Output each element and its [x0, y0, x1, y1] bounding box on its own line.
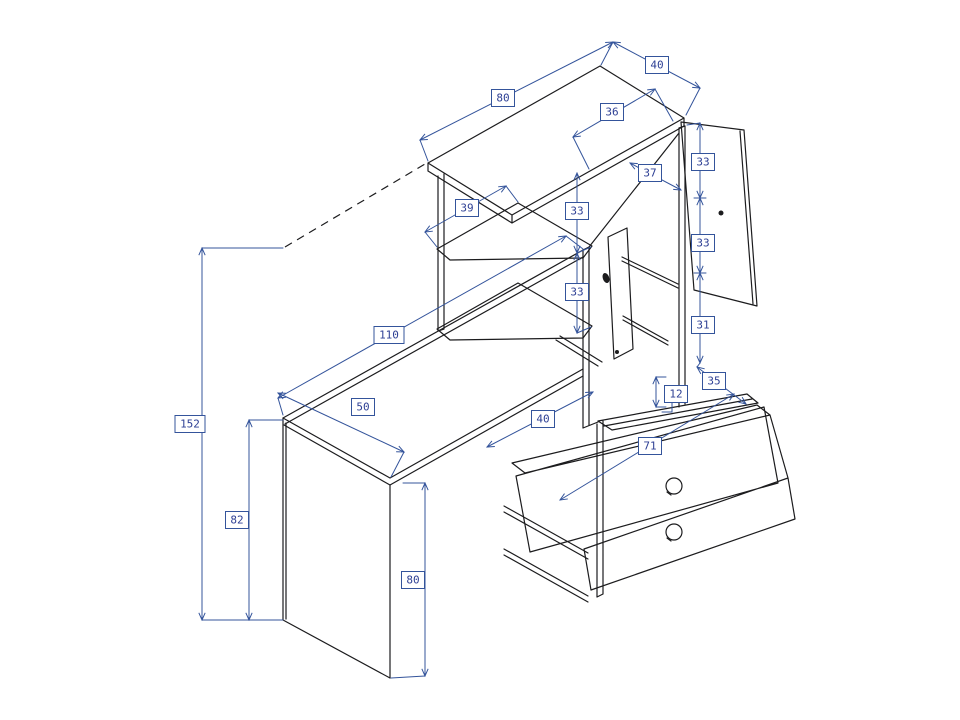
drawer-knob-icon	[665, 523, 683, 541]
dim-label-panel-height: 80	[401, 571, 425, 589]
dim-label-cabinet-front-width: 37	[638, 164, 662, 182]
svg-text:50: 50	[356, 401, 369, 414]
svg-text:33: 33	[696, 237, 709, 250]
dim-label-cabinet-section-2: 33	[691, 234, 715, 252]
dim-label-shelf-side: 39	[455, 199, 479, 217]
desk-side-panel	[282, 417, 391, 679]
dim-label-top-side: 40	[645, 56, 669, 74]
dim-label-cabinet-top-depth: 36	[600, 103, 624, 121]
svg-text:37: 37	[643, 167, 656, 180]
dim-label-compartment-width: 40	[531, 410, 555, 428]
svg-text:82: 82	[230, 514, 243, 527]
dim-label-desk-depth: 50	[351, 398, 375, 416]
door-knob-icon	[602, 272, 610, 284]
desk-top	[282, 249, 584, 486]
dimension-witness-lines	[201, 41, 707, 679]
door-latch-icon	[615, 350, 619, 354]
svg-text:80: 80	[496, 92, 509, 105]
dashed-construction-line	[284, 163, 426, 248]
dim-label-gap-height: 12	[664, 385, 688, 403]
drawer-knob-icon	[665, 477, 683, 495]
svg-text:35: 35	[707, 375, 720, 388]
svg-text:40: 40	[536, 413, 549, 426]
dim-label-cabinet-section-3: 31	[691, 316, 715, 334]
svg-text:40: 40	[650, 59, 663, 72]
cabinet-door-open	[680, 121, 758, 307]
drawer-knob-notch	[666, 537, 672, 542]
dim-label-top-width: 80	[491, 89, 515, 107]
dimension-labels: 80 40 36 37 39 33 33 33 33 31 110 50 152…	[174, 56, 726, 589]
dim-label-drawer-width: 71	[638, 437, 662, 455]
svg-text:39: 39	[460, 202, 473, 215]
svg-text:71: 71	[643, 440, 656, 453]
svg-text:31: 31	[696, 319, 709, 332]
dim-label-cabinet-section-1: 33	[691, 153, 715, 171]
cabinet-carcass	[555, 125, 686, 429]
door-knob-icon	[718, 210, 724, 216]
dim-label-left-shelf-gap-2: 33	[565, 283, 589, 301]
dim-label-left-shelf-gap-1: 33	[565, 202, 589, 220]
dim-label-drawer-top-depth: 35	[702, 372, 726, 390]
svg-text:33: 33	[696, 156, 709, 169]
cabinet-door-closed	[607, 227, 634, 360]
svg-text:80: 80	[406, 574, 419, 587]
svg-text:36: 36	[605, 106, 618, 119]
svg-text:33: 33	[570, 286, 583, 299]
corner-top-panel	[427, 65, 685, 224]
svg-text:152: 152	[180, 418, 200, 431]
dim-label-total-height: 152	[174, 415, 206, 433]
svg-text:12: 12	[669, 388, 682, 401]
dim-label-desk-height: 82	[225, 511, 249, 529]
dim-label-desk-length: 110	[373, 326, 405, 344]
svg-text:33: 33	[570, 205, 583, 218]
svg-text:110: 110	[379, 329, 399, 342]
